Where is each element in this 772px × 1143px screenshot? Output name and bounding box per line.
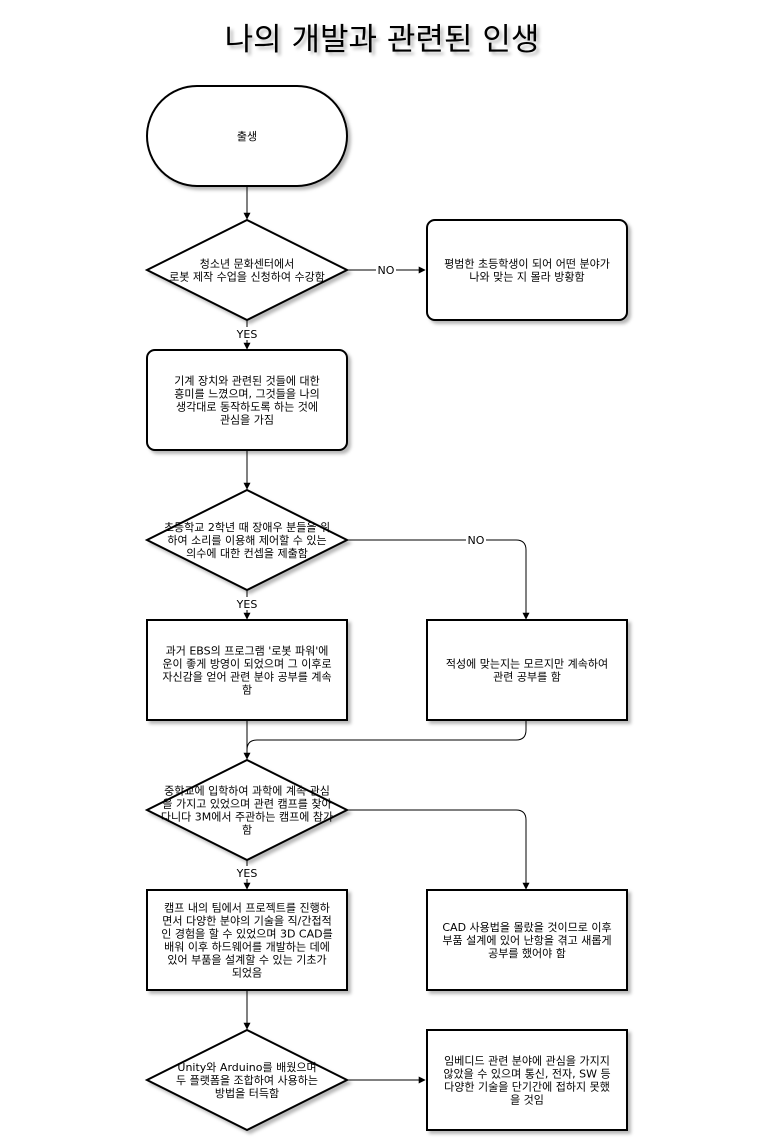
process-ordinary-student bbox=[426, 219, 628, 321]
process-mechanical-interest bbox=[146, 349, 348, 451]
edge-label-yes-2: YES bbox=[236, 598, 258, 611]
node-label-line: 운이 좋게 방영이 되었으며 그 이후로 bbox=[162, 658, 331, 671]
edge-label-yes-1: YES bbox=[236, 328, 258, 341]
node-label-line: CAD 사용법을 몰랐을 것이므로 이후 bbox=[442, 921, 611, 934]
start-terminal-label: 출생 bbox=[237, 130, 257, 143]
process-continue-study bbox=[426, 619, 628, 721]
start-terminal bbox=[146, 85, 348, 187]
decision-3m-camp bbox=[144, 758, 350, 862]
edge-aptitude-merge bbox=[246, 720, 527, 751]
node-label-line: 함 bbox=[242, 824, 252, 837]
node-label-line: 있어 부품을 설계할 수 있는 기초가 bbox=[167, 954, 326, 967]
node-label-line: 자신감을 얻어 관련 분야 공부를 계속 bbox=[162, 671, 331, 684]
node-label-line: 인 경험을 할 수 있었으며 3D CAD를 bbox=[161, 928, 332, 941]
node-label-line: 초등학교 2학년 때 장애우 분들을 위 bbox=[164, 521, 330, 534]
edge-d3-to-cad bbox=[347, 809, 530, 890]
edge-label-no-1: NO bbox=[378, 264, 395, 277]
node-label-line: 되었음 bbox=[232, 967, 262, 980]
node-label-line: 과거 EBS의 프로그램 '로봇 파워'에 bbox=[166, 645, 329, 658]
node-label-line: 평범한 초등학생이 되어 어떤 분야가 bbox=[444, 258, 610, 271]
node-label-line: 관심을 가짐 bbox=[220, 414, 274, 427]
decision-unity-arduino bbox=[144, 1028, 350, 1132]
node-label-line: 생각대로 동작하도록 하는 것에 bbox=[176, 400, 318, 414]
node-label-line: 함 bbox=[242, 684, 252, 697]
node-label-line: 부품 설계에 있어 난항을 겪고 새롭게 bbox=[442, 934, 611, 947]
node-label-line: 캠프 내의 팀에서 프로젝트를 진행하 bbox=[164, 901, 330, 915]
node-label-line: 두 플랫폼을 조합하여 사용하는 bbox=[176, 1073, 318, 1087]
node-label-line: 임베디드 관련 분야에 관심을 가지지 bbox=[444, 1055, 610, 1068]
node-label-line: 흥미를 느꼈으며, 그것들을 나의 bbox=[174, 387, 320, 401]
node-label-line: 다니다 3M에서 주관하는 캠프에 참가 bbox=[161, 810, 333, 824]
node-label-line: 나와 맞는 지 몰라 방황함 bbox=[469, 271, 584, 284]
node-label-line: 방법을 터득함 bbox=[215, 1087, 279, 1100]
node-label-line: 적성에 맞는지는 모르지만 계속하여 bbox=[446, 657, 608, 671]
node-label-line: 관련 공부를 함 bbox=[493, 671, 561, 684]
node-label-line: 중학교에 입학하여 과학에 계속 관심 bbox=[164, 784, 330, 798]
node-label-line: 의수에 대한 컨셉을 제출함 bbox=[186, 547, 308, 560]
decision-prosthetic-concept bbox=[144, 488, 350, 592]
node-label-line: 배워 이후 하드웨어를 개발하는 데에 bbox=[164, 940, 330, 954]
node-label-line: 로봇 제작 수업을 신청하여 수강함 bbox=[169, 270, 325, 284]
node-label-line: 면서 다양한 분야의 기술을 직/간접적 bbox=[162, 915, 332, 928]
decision-youth-center bbox=[144, 218, 350, 322]
node-label-line: Unity와 Arduino를 배웠으며 bbox=[177, 1061, 316, 1074]
edge-label-yes-3: YES bbox=[236, 867, 258, 880]
node-label-line: 을 것임 bbox=[510, 1094, 544, 1107]
edge-label-no-2: NO bbox=[468, 534, 485, 547]
node-label-line: 청소년 문화센터에서 bbox=[200, 258, 295, 271]
edges bbox=[243, 186, 530, 1084]
node-label-line: 을 가지고 있었으며 관련 캠프를 찾아 bbox=[162, 798, 331, 811]
edge-labels: NO YES NO YES YES bbox=[232, 263, 486, 880]
process-ebs-broadcast bbox=[146, 619, 348, 721]
node-label-line: 않았을 수 있으며 통신, 전자, SW 등 bbox=[443, 1068, 610, 1081]
edge-d2-no bbox=[347, 539, 530, 620]
node-label-line: 공부를 했어야 함 bbox=[488, 947, 566, 960]
node-label-line: 기계 장치와 관련된 것들에 대한 bbox=[174, 375, 320, 388]
node-label-line: 출생 bbox=[237, 130, 257, 143]
process-embedded-alternative bbox=[426, 1029, 628, 1131]
node-label-line: 하여 소리를 이용해 제어할 수 있는 bbox=[167, 533, 326, 547]
page-title: 나의 개발과 관련된 인생 bbox=[225, 22, 540, 58]
process-camp-project bbox=[146, 889, 348, 991]
process-cad-alternative bbox=[426, 889, 628, 991]
node-label-line: 다양한 기술을 단기간에 접하지 못했 bbox=[444, 1080, 610, 1094]
